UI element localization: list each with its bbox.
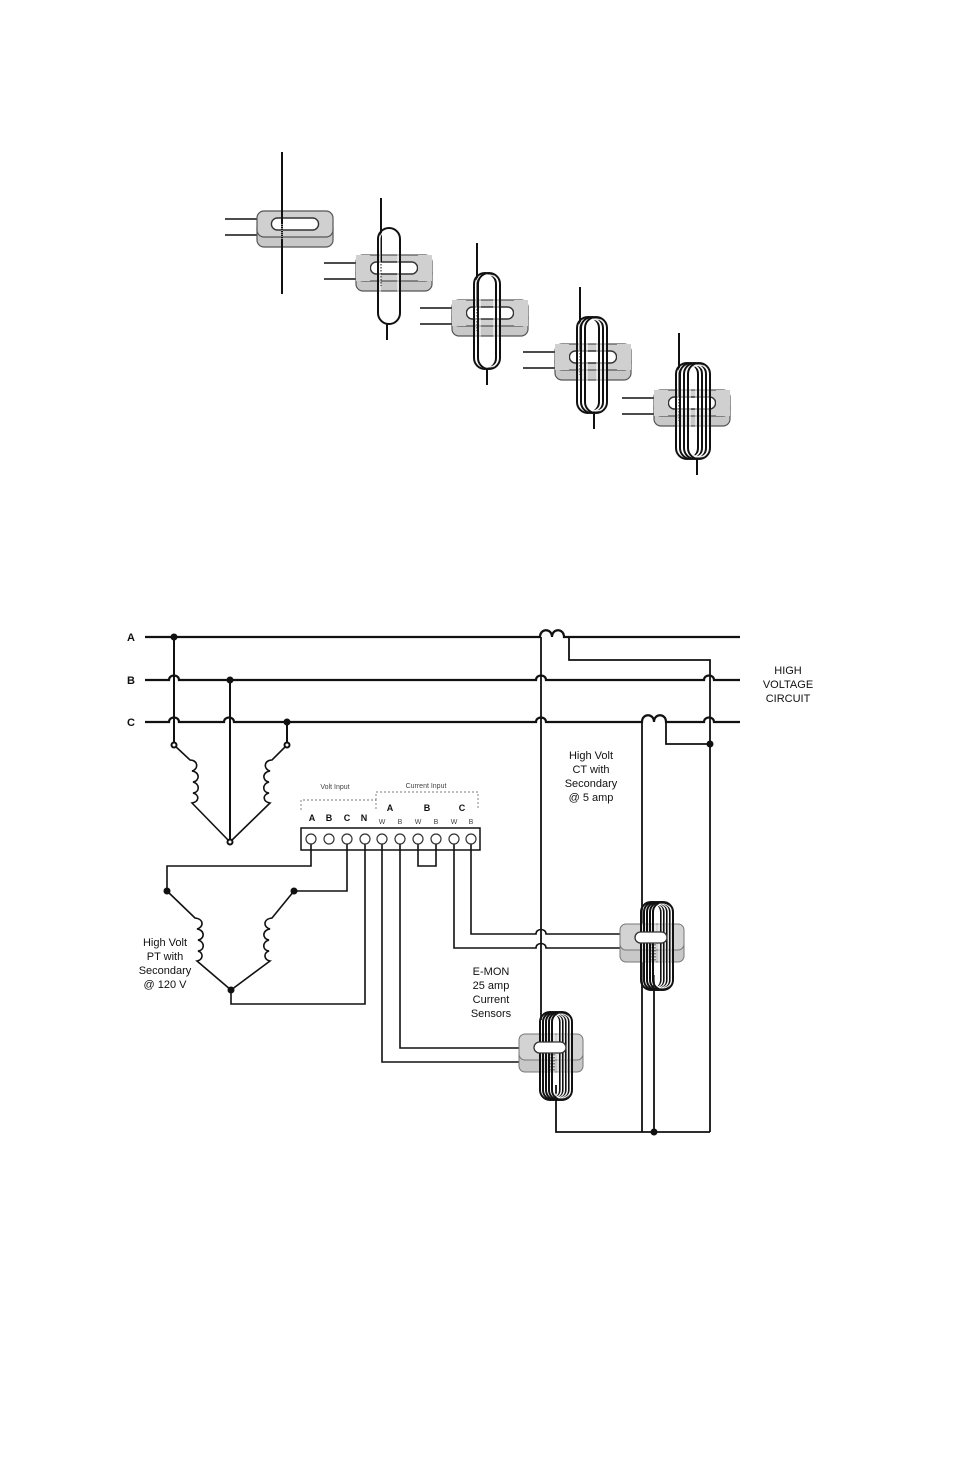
terminal-1 xyxy=(306,834,316,844)
pt-label-3: Secondary xyxy=(139,965,192,977)
terminal-2 xyxy=(324,834,334,844)
ct-label-4: @ 5 amp xyxy=(569,792,614,804)
wrap-example-1 xyxy=(225,152,333,294)
terminal-3 xyxy=(342,834,352,844)
terminal-10 xyxy=(466,834,476,844)
sensor-label-2: 25 amp xyxy=(473,980,510,992)
current-input-title: Current Input xyxy=(406,783,447,790)
wb-label-4: B xyxy=(434,819,439,826)
sensor-lower xyxy=(519,1012,583,1100)
current-phase-c: C xyxy=(459,803,466,813)
ct-label-2: CT with xyxy=(572,764,609,776)
wrap-example-4 xyxy=(523,287,631,429)
wb-label-3: W xyxy=(415,819,422,826)
hv-label-3: CIRCUIT xyxy=(766,693,811,705)
wb-label-1: W xyxy=(379,819,386,826)
pt-label-4: @ 120 V xyxy=(144,979,188,991)
wb-label-5: W xyxy=(451,819,458,826)
ct-label-1: High Volt xyxy=(569,750,613,762)
sensor-label-3: Current xyxy=(473,994,510,1006)
current-phase-b: B xyxy=(424,803,431,813)
sensor-label-1: E-MON xyxy=(473,966,510,978)
pt-label-2: PT with xyxy=(147,951,183,963)
current-phase-a: A xyxy=(387,803,394,813)
wb-label-2: B xyxy=(398,819,403,826)
bus-label-c: C xyxy=(127,717,135,729)
volt-input-title: Volt Input xyxy=(320,784,349,791)
volt-terminal-c: C xyxy=(344,813,351,823)
hv-label-1: HIGH xyxy=(774,665,802,677)
terminal-9 xyxy=(449,834,459,844)
terminal-5 xyxy=(377,834,387,844)
wrap-examples xyxy=(225,152,730,475)
terminal-7 xyxy=(413,834,423,844)
bus-label-a: A xyxy=(127,632,135,644)
wiring-diagram xyxy=(145,630,740,1134)
pt-label-1: High Volt xyxy=(143,937,187,949)
terminal-8 xyxy=(431,834,441,844)
terminal-6 xyxy=(395,834,405,844)
volt-terminal-a: A xyxy=(309,813,316,823)
volt-terminal-n: N xyxy=(361,813,368,823)
sensor-upper xyxy=(620,902,684,990)
wrap-example-5 xyxy=(622,333,730,475)
wiring-sensors xyxy=(519,902,684,1100)
sensor-label-4: Sensors xyxy=(471,1008,512,1020)
wrap-example-3 xyxy=(420,243,528,385)
terminal-4 xyxy=(360,834,370,844)
bus-label-b: B xyxy=(127,675,135,687)
wrap-example-2 xyxy=(324,198,432,340)
ct-label-3: Secondary xyxy=(565,778,618,790)
volt-terminal-b: B xyxy=(326,813,333,823)
hv-label-2: VOLTAGE xyxy=(763,679,813,691)
wb-label-6: B xyxy=(469,819,474,826)
